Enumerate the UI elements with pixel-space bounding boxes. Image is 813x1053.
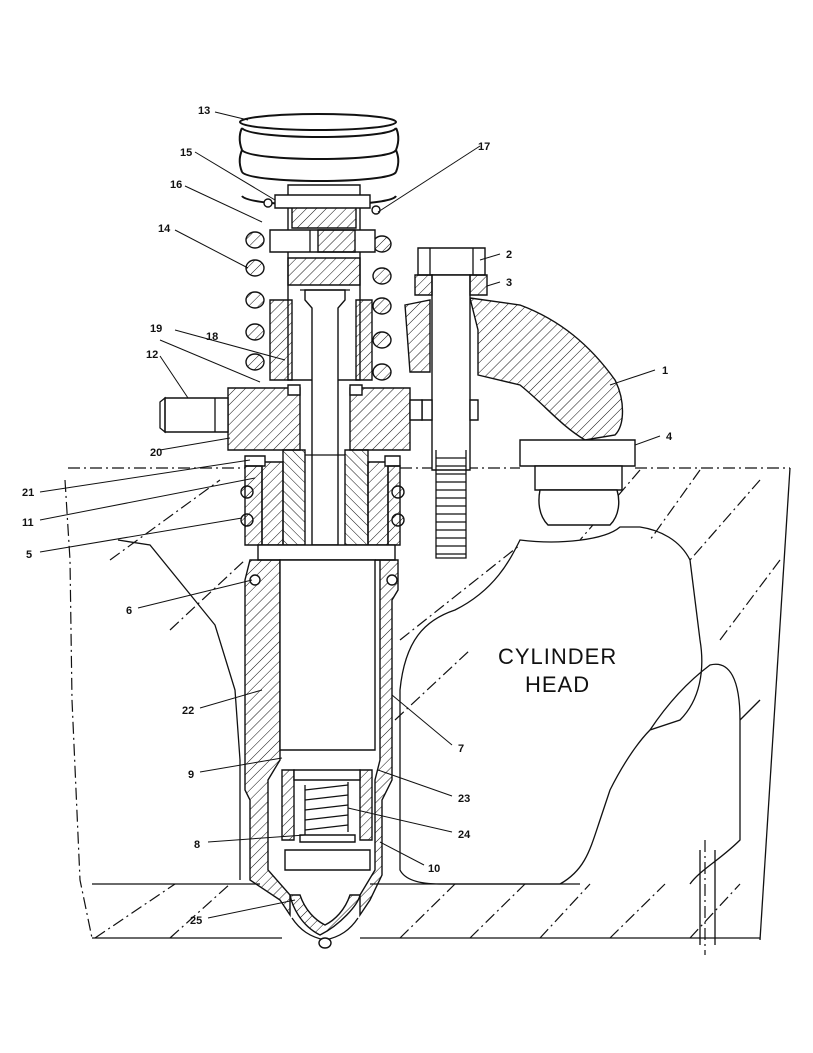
unit-injector [159,113,423,949]
callout-22: 22 [182,705,194,717]
callout-25: 25 [190,915,202,927]
head-label: HEAD [525,672,590,697]
callout-24: 24 [458,829,471,841]
callout-16: 16 [170,179,182,191]
callout-12: 12 [146,349,158,361]
callout-11: 11 [22,517,34,529]
callout-8: 8 [194,839,200,851]
callout-4: 4 [666,431,673,443]
spring [238,113,400,381]
callout-15: 15 [180,147,192,159]
callout-7: 7 [458,743,464,755]
callout-13: 13 [198,105,210,117]
callout-1: 1 [662,365,668,377]
callout-18: 18 [206,331,218,343]
valve-spring [304,782,349,835]
callout-20: 20 [150,447,162,459]
callout-21: 21 [22,487,34,499]
cylinder-label: CYLINDER [498,644,617,669]
callout-3: 3 [506,277,512,289]
callout-23: 23 [458,793,470,805]
callout-17: 17 [478,141,490,153]
callout-6: 6 [126,605,132,617]
callout-2: 2 [506,249,512,261]
bolt-threads [435,450,467,559]
callout-labels: 1 2 3 4 5 6 7 8 9 10 11 12 13 14 15 16 1… [22,105,673,927]
callout-19: 19 [150,323,162,335]
cylinder-head: CYLINDER HEAD [64,467,791,955]
callout-14: 14 [158,223,171,235]
callout-10: 10 [428,863,440,875]
callout-leaders [39,111,661,919]
callout-9: 9 [188,769,194,781]
clamp-assembly [404,247,636,559]
callout-5: 5 [26,549,32,561]
